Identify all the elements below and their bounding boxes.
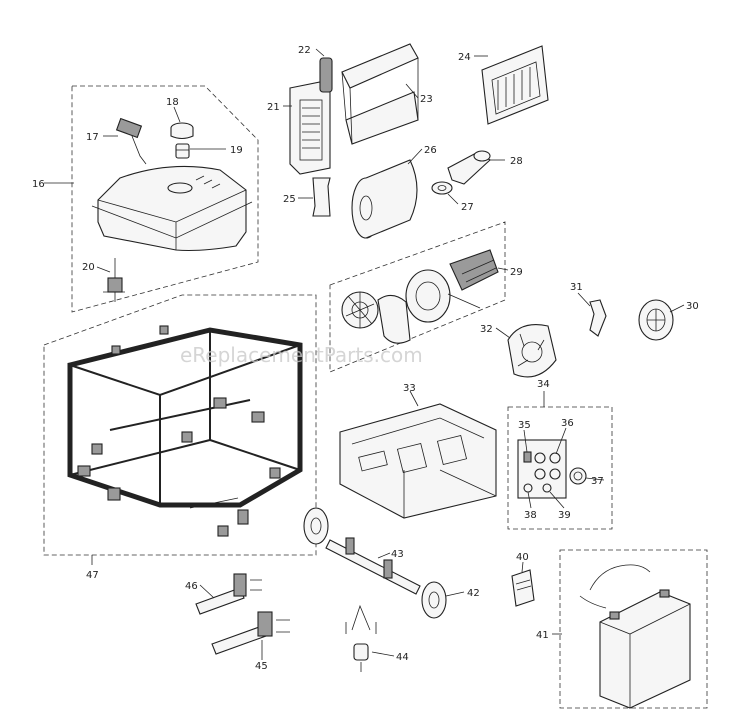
generator-frame bbox=[67, 327, 303, 509]
handle-lower bbox=[211, 611, 290, 655]
mounting-bracket bbox=[341, 43, 419, 145]
leader-lines bbox=[44, 48, 685, 660]
label-29: 29 bbox=[510, 267, 523, 278]
label-24: 24 bbox=[458, 52, 471, 63]
label-39: 39 bbox=[558, 510, 571, 521]
wheel-left bbox=[303, 507, 329, 545]
label-34: 34 bbox=[537, 379, 550, 390]
label-40: 40 bbox=[516, 552, 529, 563]
muffler-bracket bbox=[312, 177, 331, 217]
fuel-cap bbox=[170, 122, 194, 140]
support-foot bbox=[345, 604, 377, 672]
label-43: 43 bbox=[391, 549, 404, 560]
label-18: 18 bbox=[166, 97, 179, 108]
louver-strip bbox=[319, 57, 333, 93]
label-16: 16 bbox=[32, 179, 45, 190]
stator-cover bbox=[507, 324, 557, 378]
label-28: 28 bbox=[510, 156, 523, 167]
label-21: 21 bbox=[267, 102, 280, 113]
control-panel-group-box bbox=[507, 406, 613, 530]
fuel-tank bbox=[91, 165, 253, 252]
label-17: 17 bbox=[86, 132, 99, 143]
label-44: 44 bbox=[396, 652, 409, 663]
owners-manual bbox=[511, 569, 535, 607]
fuel-gauge bbox=[115, 117, 147, 165]
label-32: 32 bbox=[480, 324, 493, 335]
muffler bbox=[351, 159, 418, 239]
fuel-tank-group-box bbox=[71, 85, 259, 313]
alternator-assembly bbox=[341, 249, 499, 344]
recoil-starter bbox=[638, 299, 674, 341]
control-housing bbox=[339, 403, 497, 519]
wheel-axle bbox=[325, 537, 421, 595]
label-37: 37 bbox=[591, 476, 604, 487]
label-19: 19 bbox=[230, 145, 243, 156]
label-46: 46 bbox=[185, 581, 198, 592]
handle-upper bbox=[195, 573, 262, 615]
battery bbox=[579, 564, 691, 709]
fuel-valve bbox=[103, 258, 125, 302]
rear-cover bbox=[481, 45, 549, 125]
control-panel bbox=[517, 439, 587, 499]
callout-labels: 16 17 18 19 20 21 22 23 24 25 26 27 28 2… bbox=[32, 45, 699, 672]
starter-handle bbox=[589, 299, 607, 337]
side-panel bbox=[289, 81, 331, 175]
exhaust-pipe bbox=[447, 150, 491, 185]
label-30: 30 bbox=[686, 301, 699, 312]
label-41: 41 bbox=[536, 630, 549, 641]
exhaust-gasket bbox=[431, 181, 453, 195]
label-47: 47 bbox=[86, 570, 99, 581]
frame-group-box bbox=[43, 294, 317, 556]
label-31: 31 bbox=[570, 282, 583, 293]
label-25: 25 bbox=[283, 194, 296, 205]
label-23: 23 bbox=[420, 94, 433, 105]
label-45: 45 bbox=[255, 661, 268, 672]
label-27: 27 bbox=[461, 202, 474, 213]
label-22: 22 bbox=[298, 45, 311, 56]
fuel-strainer bbox=[175, 143, 190, 159]
frame-mounts bbox=[77, 325, 281, 537]
label-36: 36 bbox=[561, 418, 574, 429]
alternator-group-box bbox=[329, 221, 506, 373]
label-38: 38 bbox=[524, 510, 537, 521]
label-33: 33 bbox=[403, 383, 416, 394]
label-35: 35 bbox=[518, 420, 531, 431]
wheel-right bbox=[421, 581, 447, 619]
label-26: 26 bbox=[424, 145, 437, 156]
label-42: 42 bbox=[467, 588, 480, 599]
label-20: 20 bbox=[82, 262, 95, 273]
battery-group-box bbox=[559, 549, 708, 709]
watermark-text: eReplacementParts.com bbox=[180, 343, 423, 367]
